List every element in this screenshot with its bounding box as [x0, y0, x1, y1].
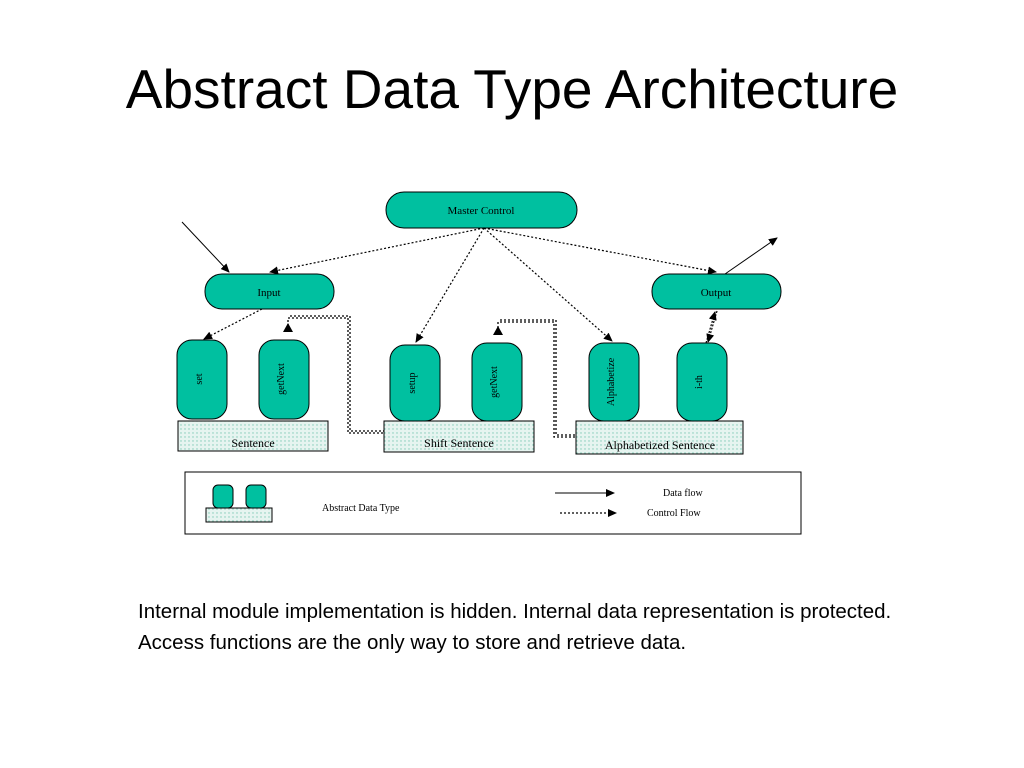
data-flow-in — [181, 221, 230, 273]
access-function-setup-label: setup — [407, 372, 418, 393]
module-input-label: Input — [257, 287, 280, 299]
access-function-ith: i-th — [676, 342, 728, 422]
body-text: Internal module implementation is hidden… — [138, 600, 892, 654]
legend-adt-label: Abstract Data Type — [322, 503, 400, 514]
legend-cylinder-swatch — [212, 484, 234, 509]
control-flow-arrows — [203, 227, 717, 343]
access-function-ith-label: i-th — [694, 375, 705, 389]
control-loop-alpha — [497, 319, 576, 438]
access-function-getnext-1: getNext — [258, 339, 310, 420]
access-function-set-label: set — [194, 373, 205, 384]
control-loop-alpha-arrowhead — [493, 326, 503, 335]
legend-cylinder-swatch — [245, 484, 267, 509]
data-store-alphabetized-sentence-label: Alphabetized Sentence — [605, 438, 715, 452]
data-store-sentence: Sentence — [177, 420, 329, 452]
data-flow-output-ith — [705, 310, 718, 344]
access-function-setup: setup — [389, 344, 441, 422]
slide-title: Abstract Data Type Architecture — [125, 58, 899, 120]
data-store-shift-sentence-label: Shift Sentence — [424, 436, 494, 450]
module-output-label: Output — [701, 287, 732, 299]
data-store-shift-sentence: Shift Sentence — [383, 420, 535, 453]
access-function-getnext-2: getNext — [471, 342, 523, 422]
data-store-sentence-label: Sentence — [231, 436, 274, 450]
data-flow-out — [724, 237, 778, 275]
access-function-alphabetize: Alphabetize — [588, 342, 640, 422]
legend-store-swatch — [205, 507, 273, 523]
legend: Abstract Data Type Data flow Control Flo… — [184, 471, 802, 535]
legend-data-flow-label: Data flow — [663, 488, 703, 499]
module-output: Output — [651, 273, 782, 310]
control-loop-shift — [287, 315, 384, 434]
module-master-control: Master Control — [385, 191, 578, 229]
module-master-control-label: Master Control — [448, 205, 515, 217]
access-function-alphabetize-label: Alphabetize — [606, 357, 617, 406]
legend-control-flow-label: Control Flow — [647, 508, 701, 519]
control-loop-shift-arrowhead — [283, 323, 293, 332]
access-function-getnext-1-label: getNext — [276, 363, 287, 395]
access-function-getnext-2-label: getNext — [489, 366, 500, 398]
module-input: Input — [204, 273, 335, 310]
access-function-set: set — [176, 339, 228, 420]
data-store-alphabetized-sentence: Alphabetized Sentence — [575, 420, 744, 455]
